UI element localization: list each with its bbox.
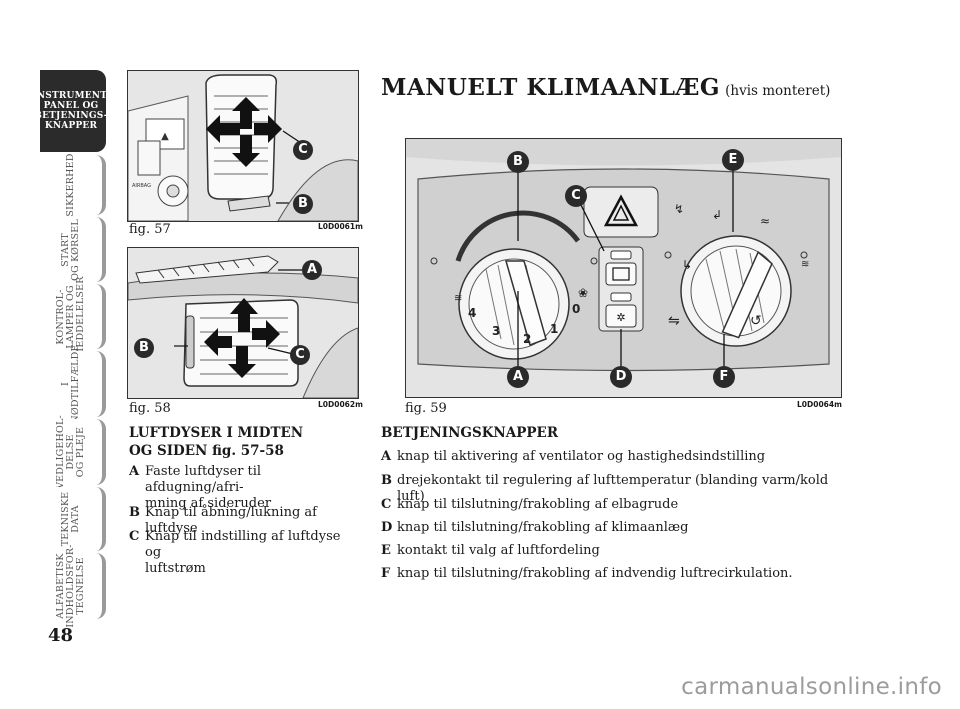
figure-58: A B C [127,247,359,399]
callout-a: A [302,260,322,280]
callout-c: C [293,140,313,160]
tab-label: SIKKERHED [65,153,76,217]
fan-icon: ❀ [578,286,588,300]
heading-line-1: LUFTDYSER I MIDTEN [129,425,304,441]
item-text: drejekontakt til regulering af lufttempe… [397,473,829,504]
item-key: D [381,520,393,535]
figure-59: 4 3 2 1 0 ❀ ≋ ✲ ↯ ↲ ≈ ↳ ≋ ⇋ ↺ [405,138,842,398]
item-text: knap til tilslutning/frakobling af klima… [397,520,689,535]
callout-f: F [713,366,735,388]
page-number: 48 [48,625,74,646]
list-item: B Knap til åbning/lukning af luftdyse [129,505,359,537]
ac-icon: ✲ [616,311,625,324]
fig-58-code: L0D0062m [318,400,363,409]
item-text-cont: luftstrøm [145,561,206,576]
callout-b: B [293,194,313,214]
item-text: knap til tilslutning/frakobling af indve… [397,566,793,581]
tab-label: START OG KØRSEL [60,218,81,281]
tab-label: INSTRUMENT- PANEL OG BETJENINGS- KNAPPER [32,91,110,131]
item-key: F [381,566,391,581]
tab-start[interactable]: START OG KØRSEL [40,217,106,282]
svg-text:▲: ▲ [161,131,169,142]
tab-tekniske-data[interactable]: TEKNISKE DATA [40,487,106,551]
item-text: knap til aktivering af ventilator og has… [397,449,766,464]
airflow-feet-icon: ↲ [712,208,722,222]
tab-vedligeholdelse[interactable]: VEDLIGEHOL- DELSE OG PLEJE [40,415,106,489]
item-key: A [129,464,140,479]
fig-59-code: L0D0064m [797,400,842,409]
callout-c: C [565,185,587,207]
list-item: A knap til aktivering af ventilator og h… [381,449,851,465]
title-main: MANUELT KLIMAANLÆG [381,74,721,101]
callout-b: B [134,338,154,358]
tab-label: TEKNISKE DATA [60,491,81,547]
list-item: C Knap til indstilling af luftdyse og lu… [129,529,359,577]
item-key: C [129,529,140,544]
section-heading-vents: LUFTDYSER I MIDTEN OG SIDEN fig. 57-58 [129,424,303,460]
list-item: B drejekontakt til regulering af lufttem… [381,473,851,505]
airbag-badge: AIRBAG [132,183,151,189]
figure-57: ▲ AIRBAG C B [127,70,359,222]
item-text: Knap til åbning/lukning af luftdyse [145,505,317,536]
airflow-mix-icon: ↳ [682,258,692,272]
item-text: kontakt til valg af luftfordeling [397,543,600,558]
airflow-face-icon: ↯ [674,202,684,216]
tab-noedtilfaelde[interactable]: I NØDTILFÆLDE [40,344,106,424]
climate-panel-illustration: 4 3 2 1 0 ❀ ≋ ✲ ↯ ↲ ≈ ↳ ≋ ⇋ ↺ [406,139,841,397]
fig-59-label: fig. 59 [405,401,447,416]
item-key: E [381,543,391,558]
tab-instrumentpanel[interactable]: INSTRUMENT- PANEL OG BETJENINGS- KNAPPER [32,70,109,152]
fresh-air-icon: ⇋ [668,313,680,329]
speed-mark-1: 1 [550,322,558,336]
item-key: C [381,497,392,512]
airflow-screen-icon: ≈ [760,214,770,228]
title-sub: (hvis monteret) [725,83,831,99]
tab-label: VEDLIGEHOL- DELSE OG PLEJE [55,415,86,489]
list-item: E kontakt til valg af luftfordeling [381,543,851,559]
speed-mark-4: 4 [468,306,476,320]
tab-indholdsfortegnelse[interactable]: ALFABETISK INDHOLDSFOR- TEGNELSE [40,544,106,628]
speed-mark-0: 0 [572,302,580,316]
speed-mark-3: 3 [492,324,500,338]
item-key: B [381,473,392,488]
watermark: carmanualsonline.info [681,674,942,700]
defrost-right-icon: ≋ [801,259,809,270]
tab-kontrollamper[interactable]: KONTROL- LAMPER OG MEDDELELSER [40,276,106,357]
item-key: A [381,449,392,464]
item-text: knap til tilslutning/frakobling af elbag… [397,497,679,512]
callout-a: A [507,366,529,388]
list-item: C knap til tilslutning/frakobling af elb… [381,497,851,513]
callout-d: D [610,366,632,388]
tab-label: I NØDTILFÆLDE [60,344,81,424]
item-text-cont: mning af sideruder [145,496,272,511]
tab-sikkerhed[interactable]: SIKKERHED [40,153,106,217]
fig-57-code: L0D0061m [318,222,363,231]
list-item: F knap til tilslutning/frakobling af ind… [381,566,851,582]
callout-e: E [722,149,744,171]
item-text: Faste luftdyser til afdugning/afri- [145,464,262,495]
speed-mark-2: 2 [523,332,531,346]
defrost-icon: ≋ [454,293,462,304]
section-heading-controls: BETJENINGSKNAPPER [381,425,559,441]
list-item: A Faste luftdyser til afdugning/afri- mn… [129,464,359,512]
heading-line-2: OG SIDEN fig. 57-58 [129,443,284,459]
vent-side-illustration [128,248,358,398]
item-text: Knap til indstilling af luftdyse og [145,529,341,560]
callout-b: B [507,151,529,173]
fig-58-label: fig. 58 [129,401,171,416]
callout-c: C [290,345,310,365]
item-key: B [129,505,140,520]
list-item: D knap til tilslutning/frakobling af kli… [381,520,851,536]
fig-57-label: fig. 57 [129,222,171,237]
tab-label: ALFABETISK INDHOLDSFOR- TEGNELSE [55,544,86,628]
recirculation-icon: ↺ [750,313,762,329]
vent-center-illustration: ▲ AIRBAG [128,71,358,221]
page-title: MANUELT KLIMAANLÆG (hvis monteret) [381,74,830,101]
